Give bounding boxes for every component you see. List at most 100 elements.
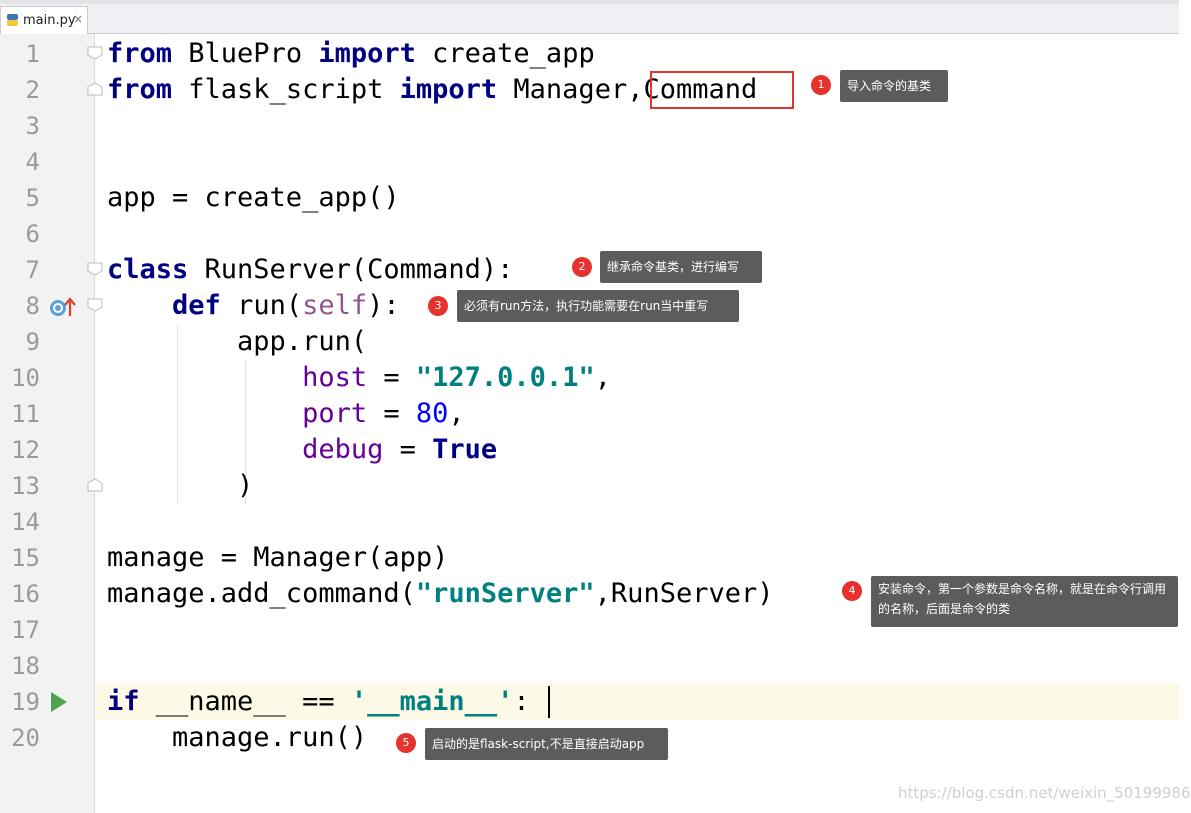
code-text: = bbox=[367, 398, 416, 429]
indent bbox=[107, 290, 172, 321]
indent bbox=[107, 398, 302, 429]
code-line-2[interactable]: from flask_script import Manager,Command bbox=[107, 72, 757, 108]
code-text: RunServer(Command): bbox=[188, 254, 514, 285]
line-number: 5 bbox=[25, 184, 40, 212]
annotation-badge-2: 2 bbox=[572, 257, 592, 277]
close-tab-icon[interactable]: × bbox=[73, 12, 84, 26]
override-method-icon[interactable] bbox=[48, 296, 78, 318]
current-line-highlight bbox=[95, 684, 1179, 720]
line-number: 8 bbox=[25, 292, 40, 320]
code-text: ) bbox=[107, 470, 254, 501]
code-text: : bbox=[513, 686, 530, 717]
code-text: , bbox=[448, 398, 465, 429]
code-line-11[interactable]: port = 80, bbox=[107, 396, 465, 432]
code-line-16[interactable]: manage.add_command("runServer",RunServer… bbox=[107, 576, 773, 612]
code-text: __name__ == bbox=[139, 686, 351, 717]
self-param: self bbox=[302, 290, 368, 321]
fold-start-icon[interactable] bbox=[87, 262, 103, 276]
keyword: import bbox=[318, 38, 416, 69]
code-text: = bbox=[367, 362, 416, 393]
code-line-1[interactable]: from BluePro import create_app bbox=[107, 36, 595, 72]
fold-start-icon[interactable] bbox=[87, 298, 103, 312]
code-text: Manager,Command bbox=[497, 74, 758, 105]
indent bbox=[107, 362, 302, 393]
annotation-badge-4: 4 bbox=[842, 581, 862, 601]
string-literal: "127.0.0.1" bbox=[415, 362, 595, 393]
indent-guide bbox=[245, 360, 246, 504]
indent-guide bbox=[177, 324, 178, 504]
code-text: ): bbox=[367, 290, 400, 321]
line-number: 10 bbox=[11, 364, 40, 392]
editor-tab-bar: main.py × bbox=[0, 0, 1179, 34]
code-text: ,RunServer) bbox=[594, 578, 774, 609]
annotation-note-5: 启动的是flask-script,不是直接启动app bbox=[425, 728, 668, 760]
fold-start-icon[interactable] bbox=[87, 46, 103, 60]
tab-main-py[interactable]: main.py × bbox=[0, 6, 88, 34]
code-line-19[interactable]: if __name__ == '__main__': bbox=[107, 684, 530, 720]
code-text: manage.run() bbox=[107, 722, 368, 753]
annotation-note-4: 安装命令，第一个参数是命令名称，就是在命令行调用的名称，后面是命令的类 bbox=[871, 576, 1178, 627]
line-number: 15 bbox=[11, 544, 40, 572]
keyword: class bbox=[107, 254, 189, 285]
line-number: 11 bbox=[11, 400, 40, 428]
line-number: 14 bbox=[11, 508, 40, 536]
line-number: 12 bbox=[11, 436, 40, 464]
fold-end-icon[interactable] bbox=[87, 82, 103, 96]
keyword: from bbox=[107, 74, 173, 105]
line-number: 3 bbox=[25, 112, 40, 140]
keyword: from bbox=[107, 38, 173, 69]
param-name: host bbox=[302, 362, 368, 393]
param-name: port bbox=[302, 398, 368, 429]
string-literal: "runServer" bbox=[415, 578, 595, 609]
fold-end-icon[interactable] bbox=[87, 478, 103, 492]
code-line-5[interactable]: app = create_app() bbox=[107, 180, 400, 216]
code-text: flask_script bbox=[172, 74, 400, 105]
annotation-note-2: 继承命令基类，进行编写 bbox=[600, 251, 762, 283]
code-line-12[interactable]: debug = True bbox=[107, 432, 497, 468]
line-number: 17 bbox=[11, 616, 40, 644]
param-name: debug bbox=[302, 434, 384, 465]
annotation-badge-3: 3 bbox=[428, 296, 448, 316]
annotation-note-1: 导入命令的基类 bbox=[840, 70, 948, 102]
keyword: import bbox=[399, 74, 498, 105]
text-caret bbox=[548, 686, 550, 718]
line-number: 2 bbox=[25, 76, 40, 104]
number-literal: 80 bbox=[415, 398, 449, 429]
line-number: 7 bbox=[25, 256, 40, 284]
code-text: manage = Manager(app) bbox=[107, 542, 449, 573]
line-number: 20 bbox=[11, 724, 40, 752]
python-file-icon bbox=[7, 14, 18, 26]
line-number: 1 bbox=[25, 40, 40, 68]
annotation-note-3: 必须有run方法，执行功能需要在run当中重写 bbox=[457, 290, 739, 322]
line-number: 6 bbox=[25, 220, 40, 248]
code-text: manage.add_command( bbox=[107, 578, 416, 609]
line-number: 19 bbox=[11, 688, 40, 716]
code-text: , bbox=[594, 362, 611, 393]
command-highlight-box bbox=[650, 71, 794, 109]
run-icon[interactable] bbox=[50, 691, 68, 713]
code-line-9[interactable]: app.run( bbox=[107, 324, 367, 360]
code-line-20[interactable]: manage.run() bbox=[107, 720, 367, 756]
keyword: True bbox=[432, 434, 498, 465]
tab-label: main.py bbox=[23, 13, 76, 28]
code-text: = bbox=[383, 434, 433, 465]
indent bbox=[107, 434, 302, 465]
line-number: 18 bbox=[11, 652, 40, 680]
code-line-10[interactable]: host = "127.0.0.1", bbox=[107, 360, 611, 396]
code-text: app.run( bbox=[107, 326, 368, 357]
code-line-7[interactable]: class RunServer(Command): bbox=[107, 252, 513, 288]
annotation-badge-1: 1 bbox=[811, 75, 831, 95]
keyword: def bbox=[172, 290, 221, 321]
code-text: create_app bbox=[415, 38, 595, 69]
string-literal: '__main__' bbox=[350, 686, 514, 717]
code-line-13[interactable]: ) bbox=[107, 468, 253, 504]
annotation-badge-5: 5 bbox=[396, 733, 416, 753]
tab-strip-edge bbox=[0, 0, 1179, 4]
code-text: app = create_app() bbox=[107, 182, 400, 213]
code-line-15[interactable]: manage = Manager(app) bbox=[107, 540, 448, 576]
keyword: if bbox=[107, 686, 140, 717]
code-text: BluePro bbox=[172, 38, 319, 69]
code-line-8[interactable]: def run(self): bbox=[107, 288, 400, 324]
line-number: 13 bbox=[11, 472, 40, 500]
watermark: https://blog.csdn.net/weixin_50199986 bbox=[898, 784, 1191, 802]
